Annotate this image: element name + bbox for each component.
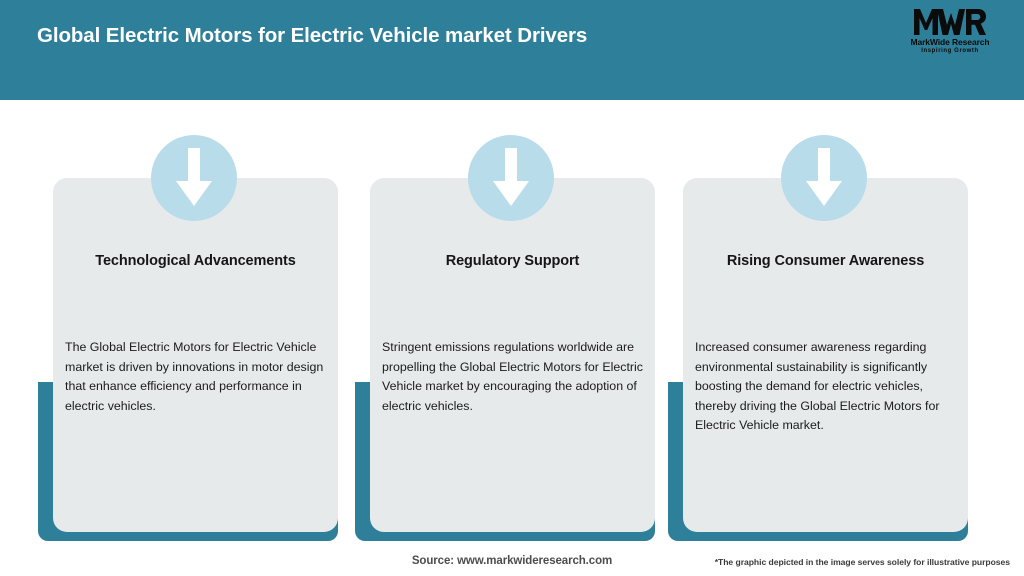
driver-card-3[interactable]: Rising Consumer Awareness Increased cons… <box>683 178 968 532</box>
card-body: Increased consumer awareness regarding e… <box>695 340 940 433</box>
driver-card-group-1: Technological Advancements The Global El… <box>38 135 338 545</box>
card-title: Rising Consumer Awareness <box>726 253 925 269</box>
logo-tagline: Inspiring Growth <box>921 48 979 54</box>
down-arrow-glyph <box>493 148 529 206</box>
card-title: Technological Advancements <box>95 253 296 269</box>
down-arrow-glyph <box>806 148 842 206</box>
markwide-research-logo: MarkWide Research Inspiring Growth <box>898 8 1002 64</box>
disclaimer-label: *The graphic depicted in the image serve… <box>714 557 1010 567</box>
driver-card-2[interactable]: Regulatory Support Stringent emissions r… <box>370 178 655 532</box>
card-body: Stringent emissions regulations worldwid… <box>382 340 643 413</box>
down-arrow-icon <box>781 135 867 221</box>
card-body: The Global Electric Motors for Electric … <box>65 340 324 413</box>
down-arrow-icon <box>151 135 237 221</box>
down-arrow-glyph <box>176 148 212 206</box>
logo-company-name: MarkWide Research <box>910 37 990 47</box>
card-title: Regulatory Support <box>445 253 580 269</box>
driver-card-group-3: Rising Consumer Awareness Increased cons… <box>668 135 968 545</box>
driver-card-group-2: Regulatory Support Stringent emissions r… <box>355 135 655 545</box>
header-bar: Global Electric Motors for Electric Vehi… <box>0 0 1024 100</box>
page-title: Global Electric Motors for Electric Vehi… <box>37 24 588 47</box>
down-arrow-icon <box>468 135 554 221</box>
driver-card-1[interactable]: Technological Advancements The Global El… <box>53 178 338 532</box>
mwr-logo-icon <box>914 9 986 35</box>
source-label: Source: www.markwideresearch.com <box>411 555 613 567</box>
